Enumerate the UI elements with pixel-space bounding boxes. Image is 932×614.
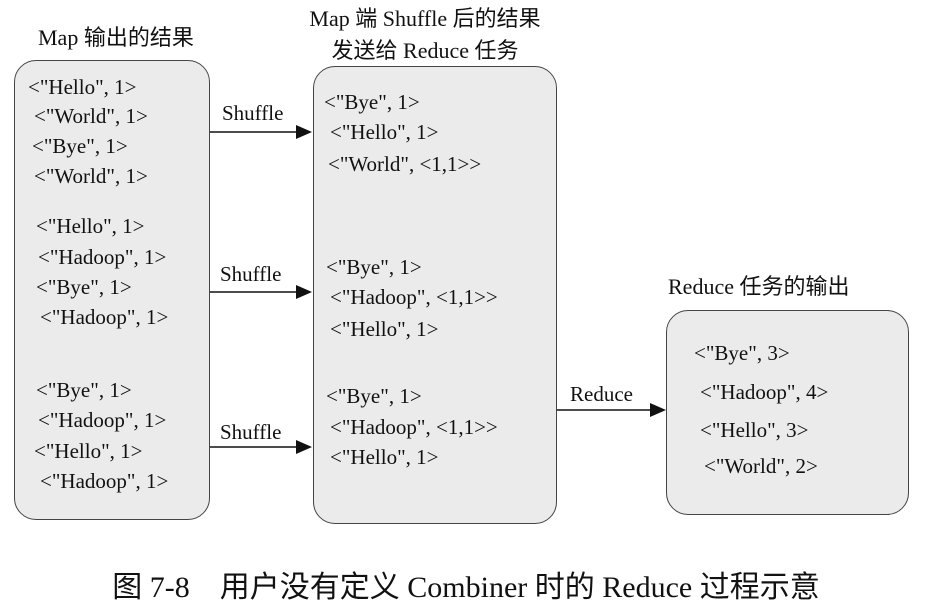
reduce-label: Reduce (570, 382, 633, 406)
reduce-output-line: <"Hadoop", 4> (700, 380, 829, 404)
shuffle-output-line: <"Hello", 1> (330, 120, 439, 144)
shuffle-label-2: Shuffle (220, 262, 282, 286)
shuffle-output-line: <"Hadoop", <1,1>> (330, 415, 498, 439)
shuffle-output-line: <"World", <1,1>> (328, 152, 482, 176)
shuffle-output-line: <"Hello", 1> (330, 445, 439, 469)
map-output-line: <"World", 1> (34, 164, 148, 188)
map-output-box (14, 60, 210, 520)
figure-caption: 图 7-8 用户没有定义 Combiner 时的 Reduce 过程示意 (112, 571, 820, 604)
shuffle-arrow-2-head (296, 285, 312, 299)
reduce-output-line: <"Hello", 3> (700, 418, 809, 442)
map-output-line: <"Hadoop", 1> (40, 469, 169, 493)
shuffle-output-line: <"Bye", 1> (326, 384, 422, 408)
shuffle-result-header-line2: 发送给 Reduce 任务 (331, 38, 519, 63)
shuffle-output-box (313, 66, 557, 524)
map-output-line: <"Bye", 1> (36, 275, 132, 299)
shuffle-output-line: <"Hello", 1> (330, 317, 439, 341)
reduce-arrow-head (650, 403, 666, 417)
shuffle-output-line: <"Bye", 1> (326, 255, 422, 279)
map-output-line: <"Hello", 1> (36, 214, 145, 238)
reduce-output-line: <"World", 2> (704, 454, 818, 478)
reduce-output-header: Reduce 任务的输出 (668, 274, 850, 299)
reduce-output-box (666, 310, 909, 515)
map-output-line: <"Hello", 1> (34, 439, 143, 463)
map-output-line: <"Hello", 1> (28, 75, 137, 99)
map-output-line: <"Bye", 1> (36, 378, 132, 402)
map-output-line: <"Bye", 1> (32, 134, 128, 158)
shuffle-arrow-3-head (296, 440, 312, 454)
shuffle-output-line: <"Bye", 1> (324, 90, 420, 114)
shuffle-label-3: Shuffle (220, 420, 282, 444)
map-output-header: Map 输出的结果 (38, 25, 194, 50)
reduce-output-line: <"Bye", 3> (694, 341, 790, 365)
map-output-line: <"Hadoop", 1> (40, 305, 169, 329)
shuffle-result-header-line1: Map 端 Shuffle 后的结果 (309, 6, 541, 31)
shuffle-arrow-1-head (296, 125, 312, 139)
map-output-line: <"Hadoop", 1> (38, 245, 167, 269)
map-output-line: <"World", 1> (34, 104, 148, 128)
shuffle-output-line: <"Hadoop", <1,1>> (330, 285, 498, 309)
shuffle-label-1: Shuffle (222, 101, 284, 125)
map-output-line: <"Hadoop", 1> (38, 408, 167, 432)
